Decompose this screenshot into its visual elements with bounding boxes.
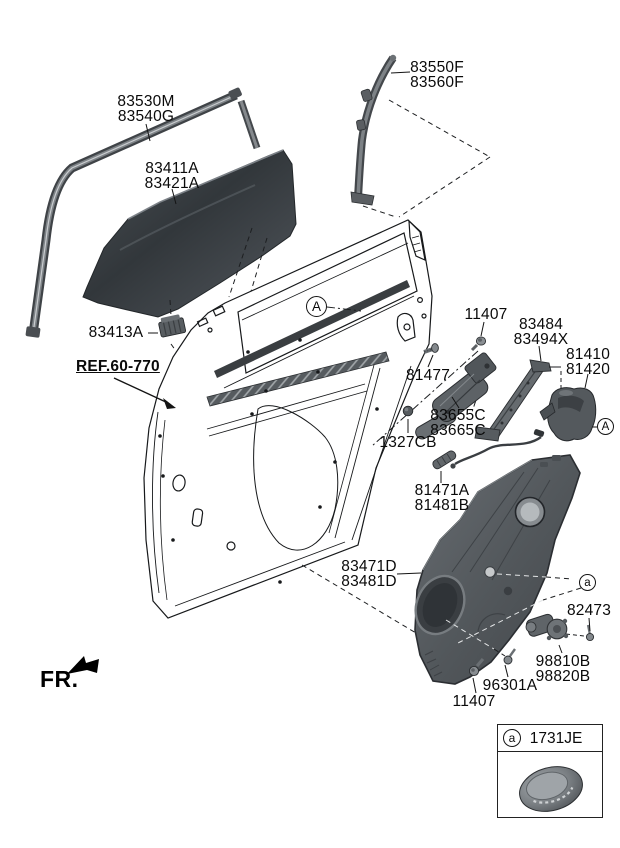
callout-latch-bracket: 83484 83494X [513, 316, 569, 348]
axis-lines [301, 306, 562, 665]
callout-module-screw: 82473 [566, 602, 612, 619]
screw-96301a [503, 648, 516, 665]
callout-cable-bracket: 81471A 81481B [414, 482, 470, 514]
callout-bolt-upper: 11407 [464, 306, 508, 323]
callout-bolt-lower: 11407 [452, 693, 496, 710]
callout-outside-handle: 83655C 83665C [430, 407, 486, 439]
grommet-marker: a [579, 574, 596, 591]
legend-box [497, 724, 603, 818]
lock-cable [450, 435, 542, 469]
fr-label: FR. [40, 666, 79, 692]
window-run-channel [25, 87, 261, 338]
ref-label: REF.60-770 [76, 358, 160, 375]
callout-handle-screw: 81477 [405, 367, 451, 384]
callout-door-glass: 83411A 83421A [144, 160, 200, 192]
callout-module-panel: 83471D 83481D [341, 558, 397, 590]
legend-header [498, 725, 602, 752]
bolt-11407-lower [468, 657, 485, 677]
door-glass [82, 149, 297, 318]
fr-direction-arrow [67, 656, 99, 674]
section-marker-a-latch: A [597, 418, 614, 435]
screw-82473 [585, 624, 595, 642]
cable-bracket [432, 450, 457, 470]
section-marker-a-upper: A [306, 296, 327, 317]
callout-window-run: 83530M 83540G [117, 93, 175, 125]
callout-door-latch: 81410 81420 [565, 346, 611, 378]
callout-window-motor: 98810B 98820B [535, 653, 591, 685]
latch-bracket [474, 359, 561, 442]
callout-motor-screw: 96301A [482, 677, 538, 694]
callout-handle-nut: 1327CB [379, 434, 437, 451]
glass-clip [158, 314, 187, 338]
division-channel [350, 54, 397, 206]
legend-grommet [519, 766, 583, 812]
grommet-leader-lines [445, 573, 585, 657]
legend-grommet-marker: a [503, 729, 521, 747]
ref-arrow [113, 377, 176, 409]
window-motor [525, 613, 569, 641]
screw-81477 [423, 343, 439, 354]
callout-division-channel: 83550F 83560F [410, 59, 464, 91]
door-frame [143, 219, 433, 619]
legend-part-code: 1731JE [529, 730, 583, 747]
leader-lines [145, 71, 597, 694]
outside-handle [415, 352, 497, 440]
nut-1327cb [402, 405, 414, 417]
bolt-11407-upper [470, 336, 487, 352]
callout-glass-clip: 83413A [88, 324, 144, 341]
door-latch [533, 387, 597, 442]
